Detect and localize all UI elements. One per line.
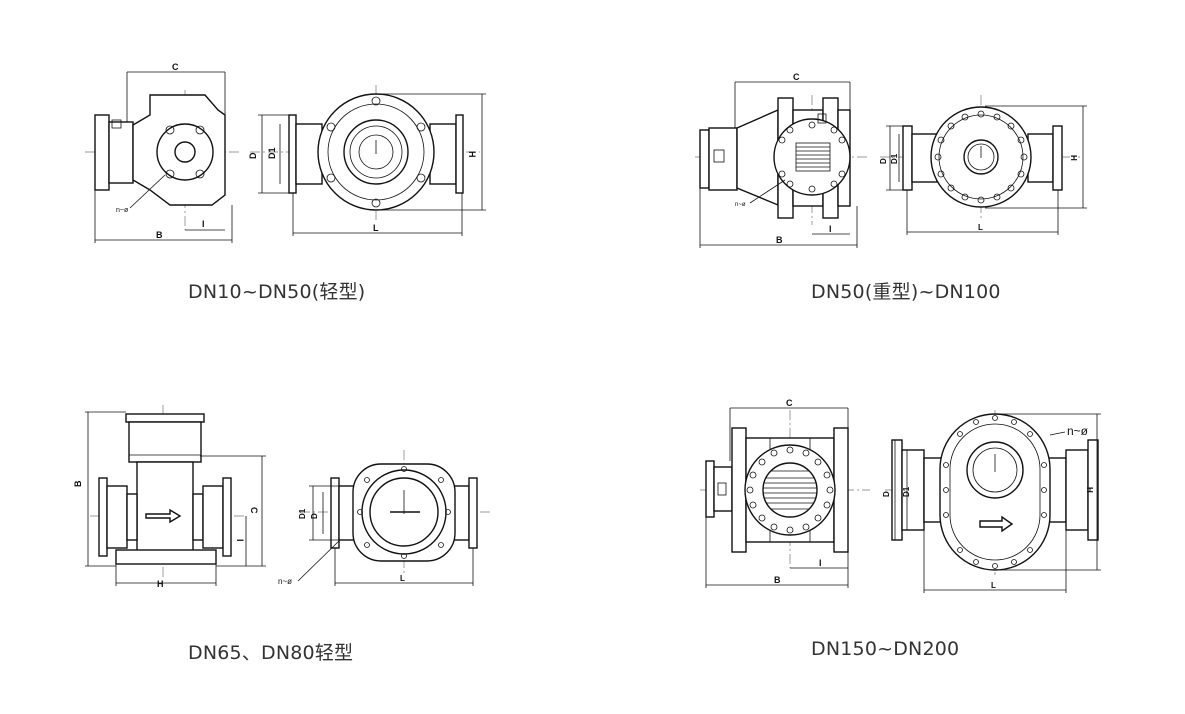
label-i: I xyxy=(829,224,832,234)
diagram-dn50-dn100: n~ø C B I xyxy=(600,0,1185,320)
front-view: n~ø D D1 H L xyxy=(882,410,1101,593)
label-d1: D1 xyxy=(267,147,277,159)
label-l: L xyxy=(400,574,405,583)
label-d1: D1 xyxy=(890,153,899,164)
diagram-dn150-dn200: C B I xyxy=(600,340,1185,714)
label-c: C xyxy=(793,72,800,82)
label-l: L xyxy=(373,223,379,233)
label-d1: D1 xyxy=(298,508,307,519)
side-view: C B I xyxy=(700,398,870,588)
caption-dn50-dn100: DN50(重型)~DN100 xyxy=(811,281,1001,303)
side-view: n~ø C B I xyxy=(695,72,870,248)
label-b: B xyxy=(776,235,783,245)
diagram-dn10-dn50: n~ø C B I xyxy=(0,0,600,320)
drawing-dn65-dn80: B C I H xyxy=(73,405,490,589)
front-view: D D1 H L xyxy=(248,85,486,236)
label-i: I xyxy=(235,539,245,542)
drawing-dn150-dn200: C B I xyxy=(700,398,1101,593)
label-h: H xyxy=(1085,487,1094,493)
label-d: D xyxy=(310,513,319,519)
label-n: n~ø xyxy=(735,202,746,208)
label-d: D xyxy=(879,158,888,164)
label-l: L xyxy=(991,581,996,590)
label-h: H xyxy=(1069,155,1078,161)
side-view: n~ø C B I xyxy=(85,62,240,243)
label-n: n~ø xyxy=(1067,424,1089,438)
label-h: H xyxy=(157,579,164,589)
side-view: B C I H xyxy=(73,405,266,589)
label-d1: D1 xyxy=(902,486,911,497)
label-c: C xyxy=(249,507,259,514)
label-c: C xyxy=(172,62,179,72)
caption-dn65-dn80: DN65、DN80轻型 xyxy=(188,642,354,664)
label-b: B xyxy=(156,230,163,240)
label-l: L xyxy=(978,223,983,232)
label-d: D xyxy=(248,152,258,159)
caption-dn10-dn50: DN10~DN50(轻型) xyxy=(188,281,366,303)
label-i: I xyxy=(202,219,205,229)
drawing-dn50-dn100: n~ø C B I xyxy=(695,72,1087,248)
caption-dn150-dn200: DN150~DN200 xyxy=(811,638,960,660)
diagram-dn65-dn80: B C I H xyxy=(0,340,600,714)
front-view: D D1 H L xyxy=(879,95,1087,235)
label-h: H xyxy=(467,151,477,158)
label-b: B xyxy=(774,575,781,585)
drawing-dn10-dn50: n~ø C B I xyxy=(85,62,486,243)
label-c: C xyxy=(786,398,793,408)
label-n: n~ø xyxy=(116,207,129,214)
front-view: D1 D n~ø L xyxy=(278,450,490,586)
label-d: D xyxy=(882,491,891,497)
label-n: n~ø xyxy=(278,577,292,586)
label-i: I xyxy=(819,558,822,568)
label-b: B xyxy=(73,480,83,487)
